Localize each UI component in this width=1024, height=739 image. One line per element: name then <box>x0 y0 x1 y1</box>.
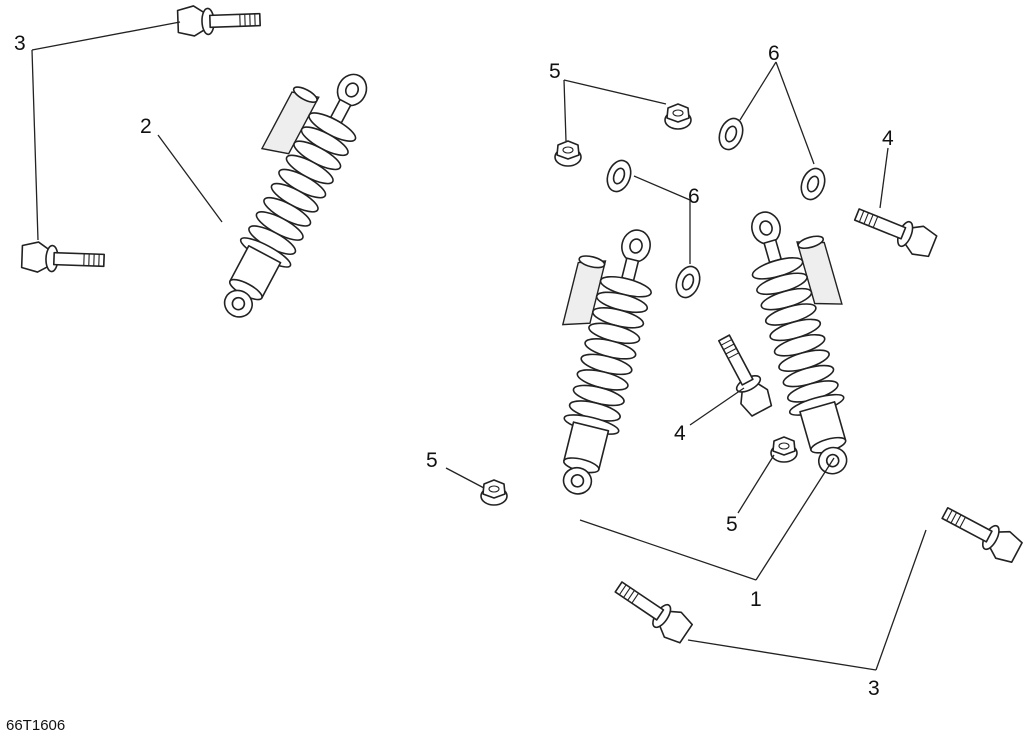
shock-absorber-left <box>185 50 386 330</box>
washer-2 <box>602 156 636 196</box>
figure-code: 66T1606 <box>6 717 65 734</box>
callout-6-mid: 6 <box>688 185 700 208</box>
leader-lines <box>31 21 927 671</box>
callout-4-center: 4 <box>674 422 686 445</box>
callout-1: 1 <box>750 588 762 611</box>
callout-4-upper: 4 <box>882 127 894 150</box>
callout-5-lower: 5 <box>726 513 738 536</box>
callout-6-top: 6 <box>768 42 780 65</box>
bolt-lower-right <box>936 499 1024 567</box>
washer-4 <box>671 262 705 302</box>
nut-2 <box>664 103 692 130</box>
bolt-top-left <box>176 2 262 38</box>
washer-1 <box>714 114 748 154</box>
bolt-mid-left <box>20 240 106 276</box>
bolt-upper-right <box>850 200 940 261</box>
nut-3 <box>480 479 508 506</box>
bolt-lower-center <box>608 574 696 647</box>
callout-3-top-left: 3 <box>14 32 26 55</box>
callout-2: 2 <box>140 115 152 138</box>
nut-4 <box>770 436 798 463</box>
callout-5-top: 5 <box>549 60 561 83</box>
washer-3 <box>796 164 830 204</box>
callout-3-lower: 3 <box>868 677 880 700</box>
shock-absorber-center <box>523 217 668 501</box>
shock-absorber-right <box>733 197 888 482</box>
callout-5-left: 5 <box>426 449 438 472</box>
nut-1 <box>554 140 582 167</box>
